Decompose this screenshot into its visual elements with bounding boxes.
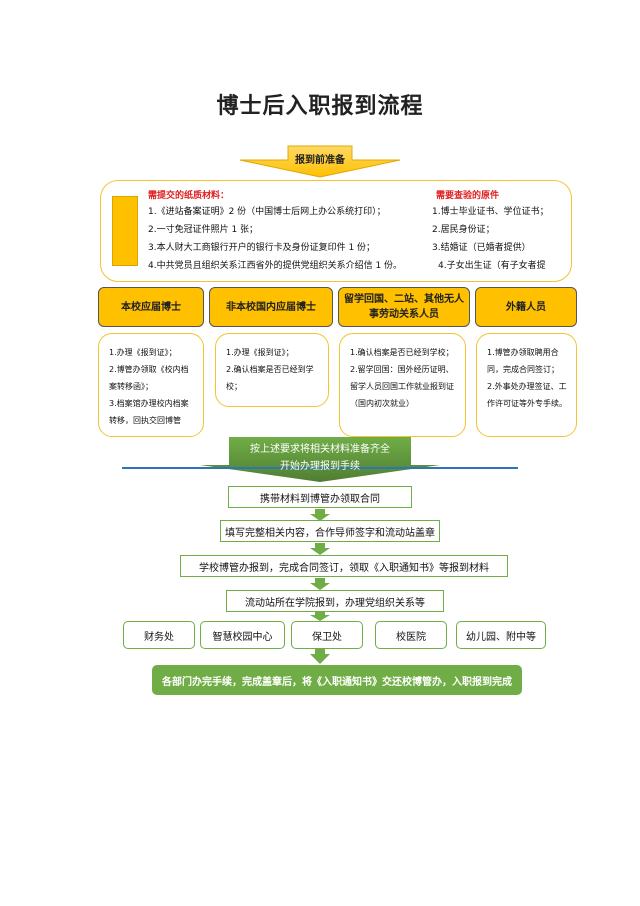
step-collect-contract: 携带材料到博管办领取合同 [228, 486, 412, 508]
category-foreign: 外籍人员 [475, 287, 577, 327]
step-college-register: 流动站所在学院报到，办理党组织关系等 [226, 590, 444, 612]
category-returnee: 留学回国、二站、其他无人事劳动关系人员 [338, 287, 470, 327]
original-item: 4.子女出生证（有子女者提 [438, 261, 546, 271]
step-arrow [310, 543, 330, 555]
merge-arrow [200, 437, 440, 482]
detail-item: 3.档案馆办理校内档案转移，回执交回博管 [109, 399, 189, 425]
detail-item: 2.博管办领取《校内档案转移函》； [109, 365, 189, 391]
detail-item: 1.确认档案是否已经到学校； [350, 348, 454, 357]
merge-line: 按上述要求将相关材料准备齐全 [250, 444, 390, 455]
merge-line: 开始办理报到手续 [280, 461, 360, 472]
paper-materials-heading: 需提交的纸质材料： [148, 191, 230, 201]
category-domestic-phd: 非本校国内应届博士 [209, 287, 333, 327]
details-foreign: 1.博管办领取聘用合同，完成合同签订； 2.外事处办理签证、工作许可证等外专手续… [476, 333, 577, 437]
original-item: 3.结婚证（已婚者提供） [432, 243, 531, 253]
details-domestic-phd: 1.办理《报到证》； 2.确认档案是否已经到学校； [215, 333, 329, 407]
page-title: 博士后入职报到流程 [216, 94, 424, 119]
materials-box [100, 180, 572, 282]
paper-item: 1.《进站备案证明》2 份（中国博士后网上办公系统打印）； [148, 207, 386, 217]
detail-item: 2.留学回国：国外经历证明、留学人员回国工作就业报到证（国内初次就业） [350, 365, 454, 408]
final-step: 各部门办完手续，完成盖章后，将《入职通知书》交还校博管办，入职报到完成 [152, 665, 522, 695]
original-docs-heading: 需要查验的原件 [436, 191, 500, 201]
paper-item: 4.中共党员且组织关系江西省外的提供党组织关系介绍信 1 份。 [148, 261, 403, 271]
step-arrow [310, 611, 330, 621]
step-fill-sign: 填写完整相关内容，合作导师签字和流动站盖章 [220, 520, 440, 542]
step-school-register: 学校博管办报到，完成合同签订，领取《入职通知书》等报到材料 [180, 555, 508, 577]
original-item: 2.居民身份证； [432, 225, 495, 235]
dept-kindergarten: 幼儿园、附中等 [456, 621, 546, 649]
dept-security: 保卫处 [291, 621, 363, 649]
step-arrow [310, 509, 330, 521]
detail-item: 1.办理《报到证》； [226, 348, 294, 357]
detail-item: 2.外事处办理签证、工作许可证等外专手续。 [487, 382, 567, 408]
step-arrow [310, 578, 330, 590]
paper-item: 3.本人财大工商银行开户的银行卡及身份证复印件 1 份； [148, 243, 376, 253]
dept-hospital: 校医院 [375, 621, 447, 649]
paper-item: 2.一寸免冠证件照片 1 张； [148, 225, 259, 235]
detail-item: 1.办理《报到证》； [109, 348, 177, 357]
original-item: 1.博士毕业证书、学位证书； [432, 207, 549, 217]
prep-label: 报到前准备 [295, 155, 345, 166]
step-arrow [310, 649, 330, 664]
dept-smart-campus: 智慧校园中心 [200, 621, 285, 649]
detail-item: 2.确认档案是否已经到学校； [226, 365, 314, 391]
detail-item: 1.博管办领取聘用合同，完成合同签订； [487, 348, 559, 374]
prep-arrow [239, 145, 401, 178]
document-icon [112, 196, 138, 266]
dept-finance: 财务处 [123, 621, 195, 649]
details-local-phd: 1.办理《报到证》； 2.博管办领取《校内档案转移函》； 3.档案馆办理校内档案… [98, 333, 204, 437]
category-local-phd: 本校应届博士 [98, 287, 204, 327]
details-returnee: 1.确认档案是否已经到学校； 2.留学回国：国外经历证明、留学人员回国工作就业报… [339, 333, 466, 437]
merge-text: 按上述要求将相关材料准备齐全 开始办理报到手续 [222, 441, 418, 475]
step-arrows [310, 509, 330, 664]
